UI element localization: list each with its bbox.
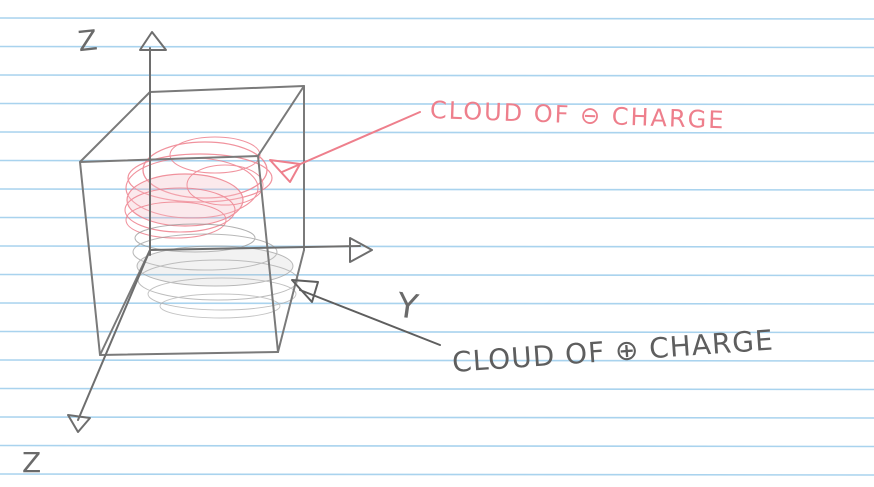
paper-rule-line (0, 302, 874, 305)
paper-rule-line (0, 359, 874, 362)
cube-outline (79, 85, 305, 356)
x-axis-arrowhead (349, 237, 373, 263)
paper-rule-line (0, 273, 874, 277)
negative-cloud-pointer (269, 111, 421, 183)
z-axis-up-arrowhead (139, 31, 167, 51)
paper-rule-line (0, 17, 874, 20)
paper-rule-line (0, 444, 874, 448)
ruled-paper-lines (0, 17, 874, 476)
positive-cloud-pointer (291, 279, 441, 346)
paper-rule-line (0, 330, 874, 334)
paper-rule-line (0, 245, 874, 248)
z-axis-down (77, 249, 151, 421)
y-axis-label: Y (393, 285, 420, 328)
bottom-z-axis-label: Z (22, 446, 41, 479)
paper-rule-line (0, 216, 874, 220)
paper-rule-line (0, 473, 874, 476)
z-axis-down-arrowhead (67, 414, 91, 433)
positive-charge-cloud (132, 223, 299, 319)
paper-rule-line (0, 188, 874, 191)
paper-rule-line (0, 74, 874, 77)
negative-charge-cloud (124, 136, 273, 239)
paper-rule-line (0, 102, 874, 106)
paper-rule-line (0, 387, 874, 391)
negative-cloud-label: CLOUD OF ⊖ CHARGE (430, 96, 726, 134)
x-axis (149, 245, 361, 251)
paper-rule-line (0, 416, 874, 419)
paper-rule-line (0, 45, 874, 49)
top-z-axis-label: Z (76, 23, 99, 58)
paper-rule-line (0, 131, 874, 134)
coordinate-axes (67, 31, 373, 433)
